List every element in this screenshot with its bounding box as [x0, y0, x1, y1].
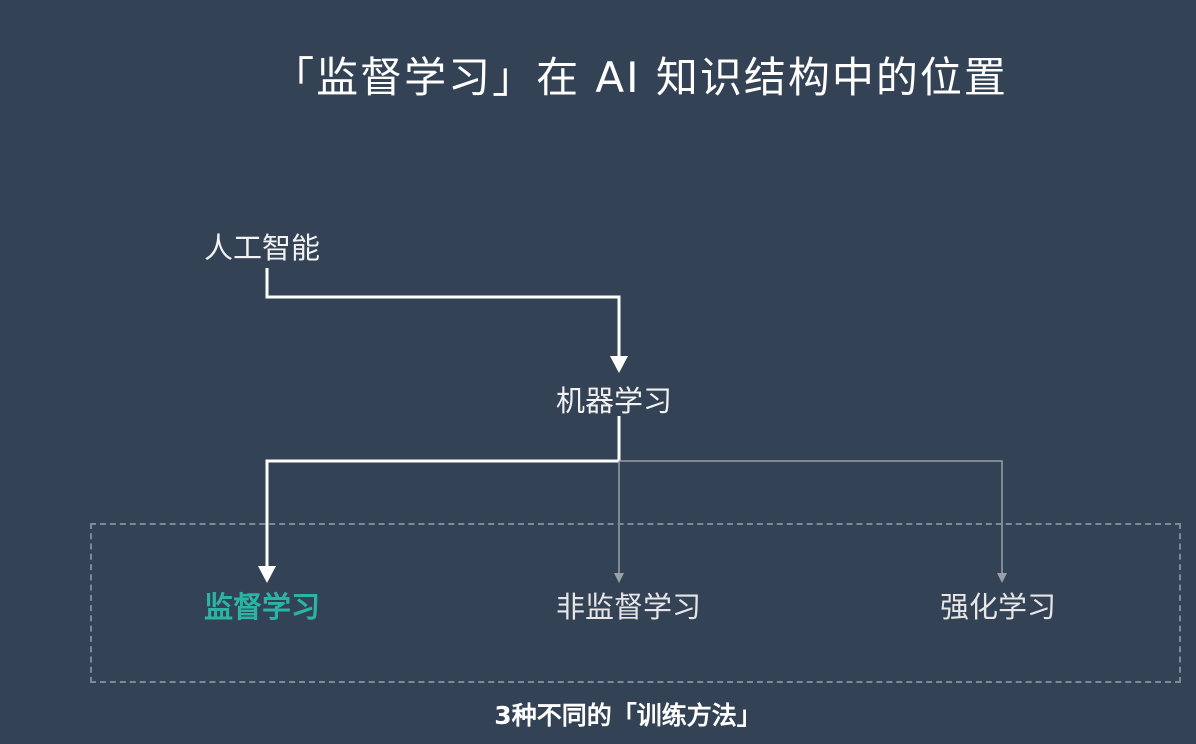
arrowhead-reinforcement — [997, 573, 1007, 583]
arrowhead-ml — [610, 356, 628, 373]
node-machine-learning: 机器学习 — [556, 384, 673, 418]
diagram-title: 「监督学习」在 AI 知识结构中的位置 — [272, 53, 1008, 102]
group-caption: 3种不同的「训练方法」 — [494, 701, 762, 730]
node-supervised-learning: 监督学习 — [204, 590, 321, 624]
connector-ai-to-ml — [265, 268, 621, 358]
node-artificial-intelligence: 人工智能 — [204, 231, 321, 265]
arrowhead-supervised — [258, 566, 276, 583]
training-methods-group — [90, 523, 1181, 683]
connector-ml-to-supervised — [265, 459, 619, 568]
connector-ml-to-reinforcement — [619, 460, 1003, 574]
node-unsupervised-learning: 非监督学习 — [556, 590, 702, 624]
node-reinforcement-learning: 强化学习 — [940, 590, 1057, 624]
arrowhead-unsupervised — [614, 573, 624, 583]
